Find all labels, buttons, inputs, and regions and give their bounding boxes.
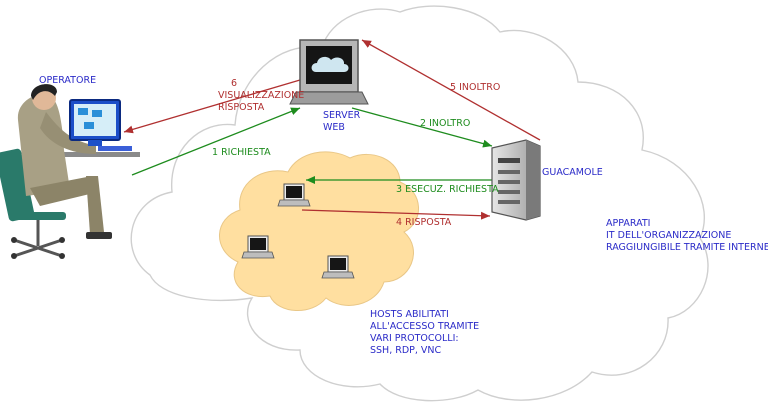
web-server-icon — [289, 39, 369, 105]
host-computer-icon — [241, 235, 275, 259]
arrow-step-4 — [301, 209, 491, 220]
step-5-label: 5 INOLTRO — [450, 82, 500, 93]
hosts-cloud-caption-line-3: VARI PROTOCOLLI: — [370, 333, 459, 344]
arrow-step-5 — [361, 39, 541, 141]
server-label-line-2: WEB — [323, 122, 345, 133]
it-cloud-caption-line-1: APPARATI — [606, 218, 650, 229]
hosts-cloud-caption-line-2: ALL'ACCESSO TRAMITE — [370, 321, 479, 332]
hosts-cloud — [219, 151, 419, 311]
operator-label: OPERATORE — [39, 75, 96, 86]
arrow-step-6 — [123, 79, 301, 134]
arrow-step-2 — [351, 107, 493, 148]
guacamole-server-icon — [491, 139, 541, 221]
hosts-cloud-caption-line-1: HOSTS ABILITATI — [370, 309, 449, 320]
it-cloud-caption-line-3: RAGGIUNGIBILE TRAMITE INTERNET — [606, 242, 768, 253]
arrow-step-1 — [131, 107, 301, 176]
hosts-cloud-caption-line-4: SSH, RDP, VNC — [370, 345, 442, 356]
host-computer-icon — [277, 183, 311, 207]
step-3-label: 3 ESECUZ. RICHIESTA — [396, 184, 499, 195]
it-cloud-caption-line-2: IT DELL'ORGANIZZAZIONE — [606, 230, 731, 241]
step-4-label: 4 RISPOSTA — [396, 217, 452, 228]
server-label-line-1: SERVER — [323, 110, 361, 121]
operator-icon — [0, 84, 140, 259]
step-2-label: 2 INOLTRO — [420, 118, 470, 129]
host-computer-icon — [321, 255, 355, 279]
step-6-label-line-3: RISPOSTA — [218, 102, 265, 113]
step-6-label-line-2: VISUALIZZAZIONE — [218, 90, 304, 101]
guacamole-label: GUACAMOLE — [542, 167, 603, 178]
step-1-label: 1 RICHIESTA — [212, 147, 271, 158]
step-6-label-line-1: 6 — [231, 78, 237, 89]
